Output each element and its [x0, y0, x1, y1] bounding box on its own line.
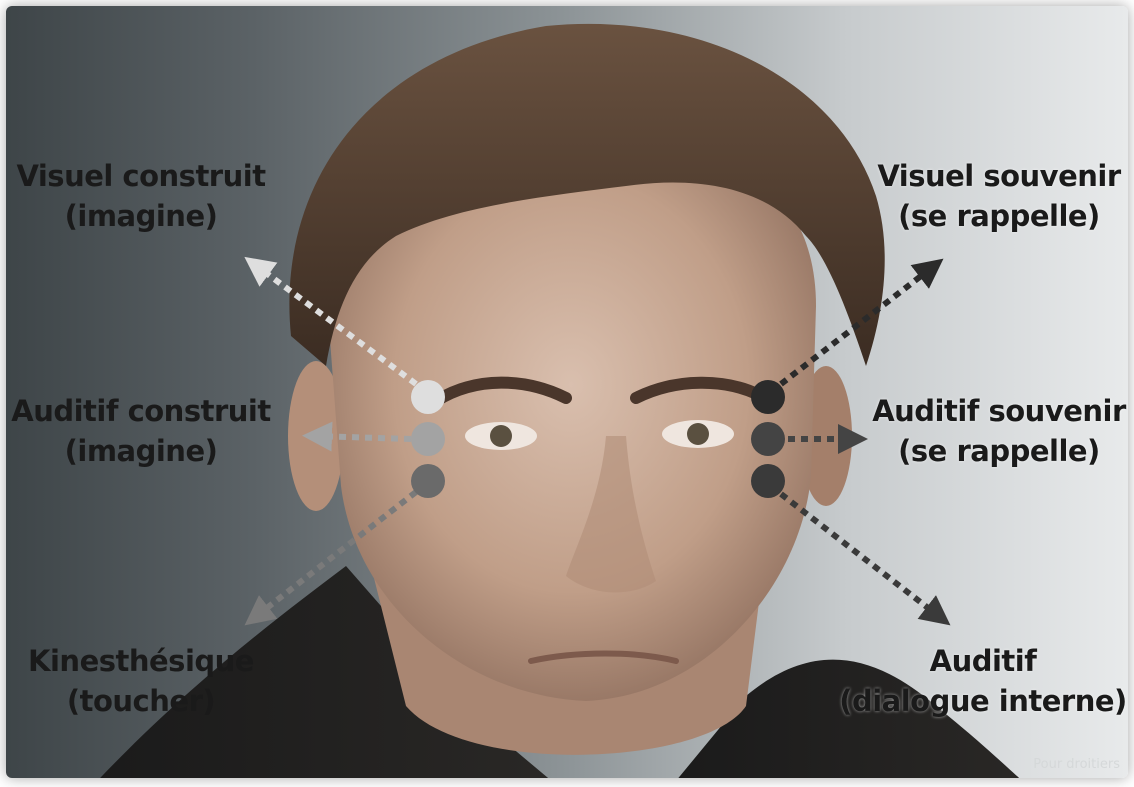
watermark-text: Pour droitiers — [1033, 757, 1120, 772]
portrait-photo: Visuel construit (imagine) Visuel souven… — [6, 6, 1128, 778]
label-visual-remembered: Visuel souvenir (se rappelle) — [868, 156, 1128, 236]
label-auditory-internal: Auditif (dialogue interne) — [838, 641, 1128, 721]
dot-visual-remembered — [751, 380, 785, 414]
label-visual-constructed: Visuel construit (imagine) — [6, 156, 276, 236]
arrow-auditory-internal — [781, 494, 941, 618]
right-iris — [687, 423, 709, 445]
dot-auditory-remembered — [751, 422, 785, 456]
dot-auditory-constructed — [411, 422, 445, 456]
left-iris — [490, 425, 512, 447]
label-kinesthetic: Kinesthésique (toucher) — [16, 641, 266, 721]
label-auditory-constructed: Auditif construit (imagine) — [6, 391, 276, 471]
label-auditory-remembered: Auditif souvenir (se rappelle) — [868, 391, 1128, 471]
dot-kinesthetic — [411, 464, 445, 498]
dot-auditory-internal — [751, 464, 785, 498]
dot-visual-constructed — [411, 380, 445, 414]
